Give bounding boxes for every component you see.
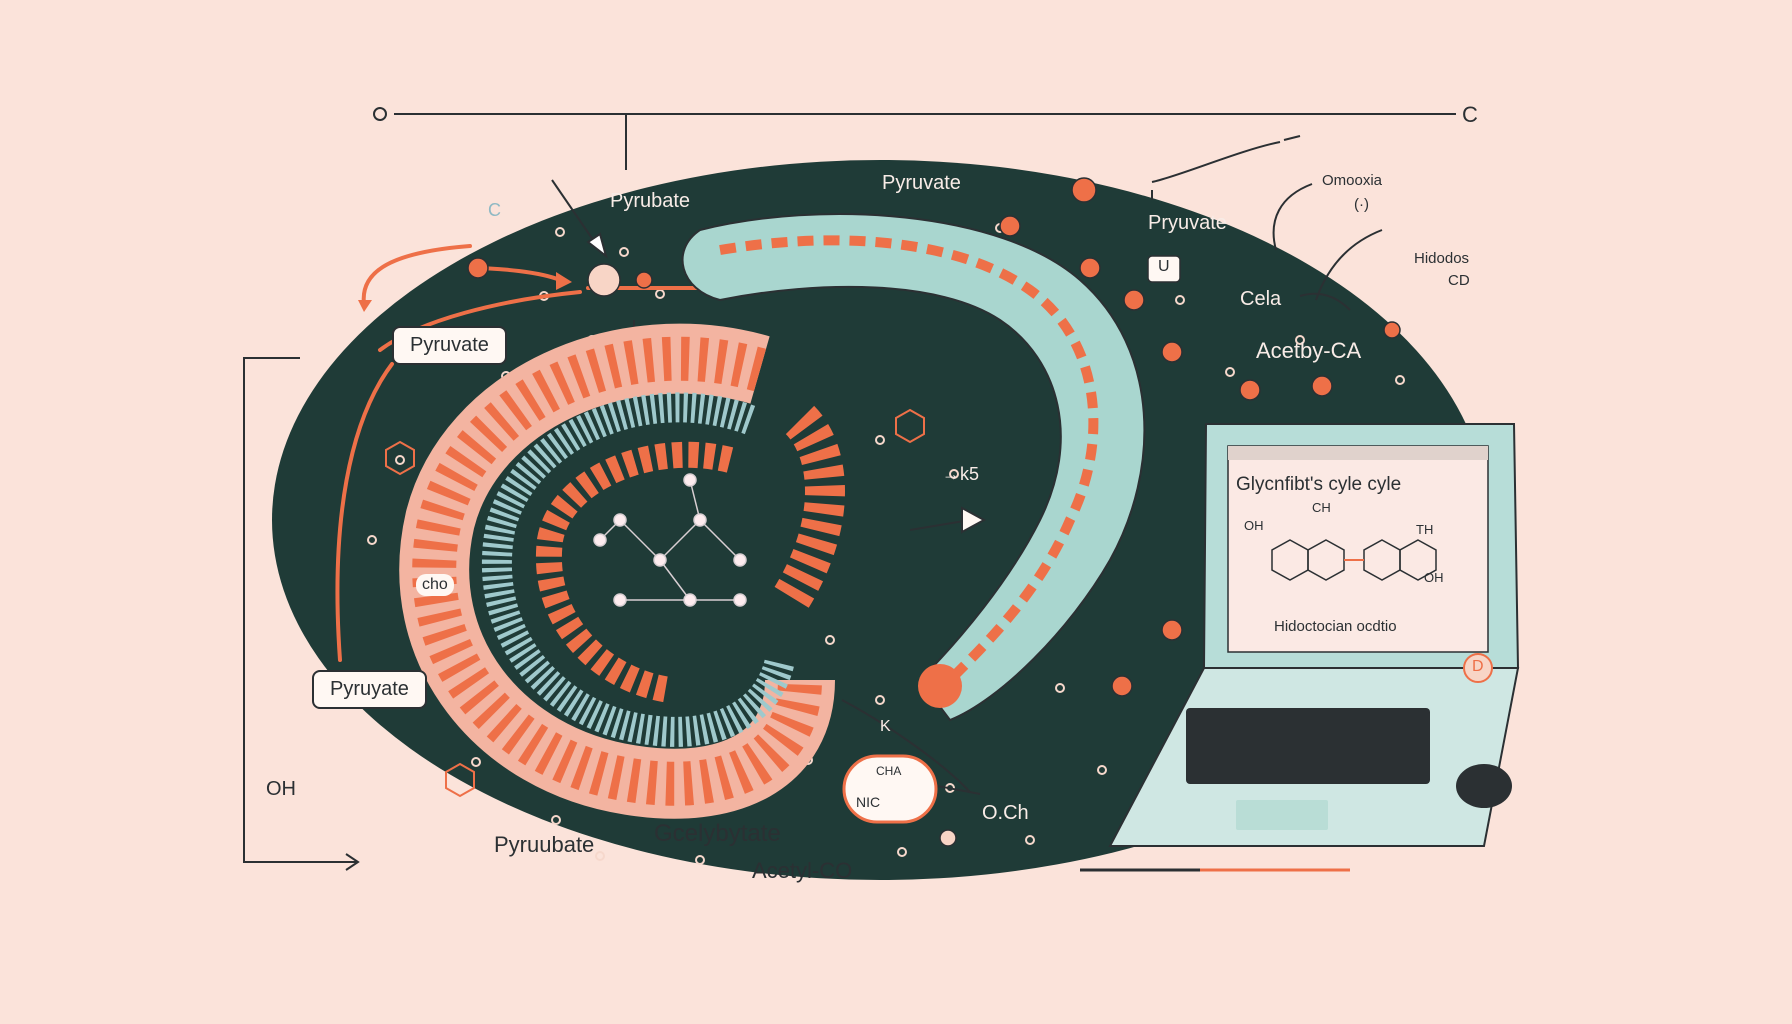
cho-label: cho	[416, 574, 454, 596]
left-bracket	[243, 357, 360, 871]
tag-circles	[842, 255, 1493, 847]
d-tag: D	[1472, 658, 1484, 675]
pyruubate-label: Pyruubate	[494, 832, 595, 857]
acetyl-co-label: Acetyl-CO	[752, 858, 853, 883]
pyruvate-box-1: Pyruvate	[392, 326, 507, 365]
mitochondrion	[681, 213, 1146, 722]
ink-arrows	[551, 135, 1383, 795]
oh-label: OH	[266, 778, 296, 800]
top-connector	[373, 107, 1456, 170]
top-right-label-b: (·)	[1354, 196, 1369, 213]
laptop-screen-caption: Hidoctocian ocdtio	[1274, 618, 1397, 635]
ks-label: →k5	[942, 464, 980, 484]
top-right-label-a: Omooxia	[1322, 172, 1383, 189]
pill-bottom-label: NIC	[856, 794, 881, 810]
arrow-heads	[358, 272, 572, 312]
gcelybytate-label: Gcelybytate	[654, 820, 781, 847]
acetyl-ca-label: Acetby-CA	[1256, 338, 1362, 363]
u-tag: U	[1158, 258, 1170, 275]
corner-right-label: C	[1462, 102, 1478, 127]
screen-struct-label-4: OH	[1424, 570, 1444, 585]
coral-nodes	[467, 177, 1401, 697]
molecule-network	[593, 473, 747, 607]
pyruvate-box-2: Pyruyate	[312, 670, 427, 709]
top-pyrubate-label: Pyrubate	[610, 190, 691, 212]
screen-struct-label-1: OH	[1244, 518, 1264, 533]
cell-ring	[399, 323, 845, 819]
right-pyruvate-label: Pryuvate	[1148, 212, 1227, 234]
screen-struct-label-3: TH	[1416, 522, 1434, 537]
laptop-screen-title: Glycnfibt's cyle cyle	[1236, 474, 1402, 495]
k-label: K	[880, 718, 891, 735]
laptop	[1080, 423, 1520, 872]
och-label: O.Ch	[982, 802, 1029, 824]
hexagon-molecules	[385, 408, 925, 798]
screen-struct-label-2: CH	[1312, 500, 1331, 515]
far-right-label-a: Hidodos	[1414, 250, 1470, 267]
screen-molecule	[1271, 539, 1437, 581]
far-right-label-b: CD	[1448, 272, 1470, 289]
top-pyruvate-label: Pyruvate	[882, 172, 961, 194]
corner-c-small-label: C	[488, 200, 501, 220]
cela-label: Cela	[1240, 288, 1282, 310]
pill-top-label: CHA	[876, 764, 902, 778]
